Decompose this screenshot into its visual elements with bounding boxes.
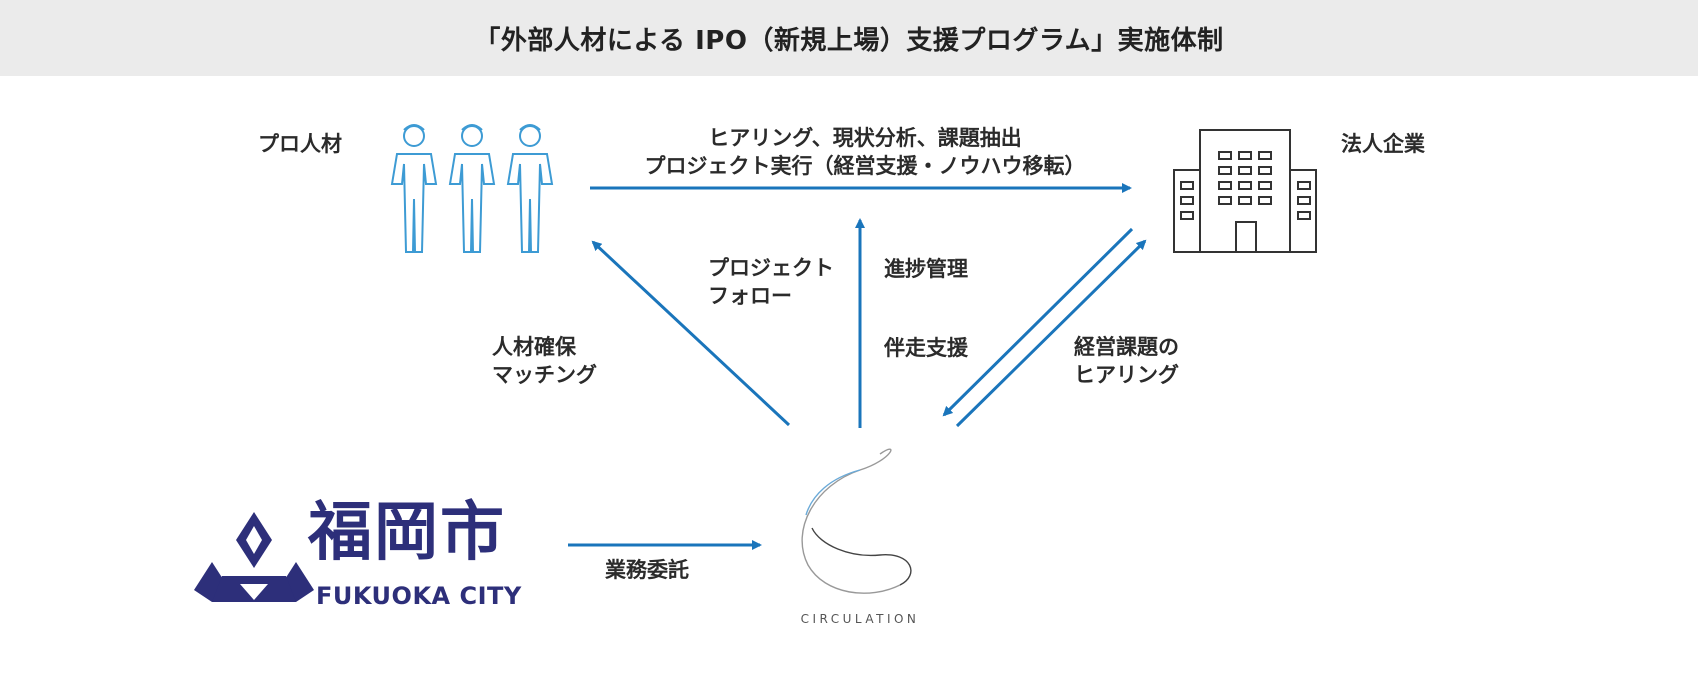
person-icon [448,124,496,253]
matching-line2: マッチング [492,363,597,387]
hearing-line1: 経営課題の [1074,335,1179,359]
pro-talent-icon [390,124,554,253]
arrow-circulation-to-company [955,239,1147,428]
top-relation-line2: プロジェクト実行（経営支援・ノウハウ移転） [644,154,1086,178]
hearing-line2: ヒアリング [1074,363,1179,387]
circulation-wordmark: CIRCULATION [800,612,920,626]
support-label: 伴走支援 [884,336,968,360]
building-icon [1173,129,1317,253]
fukuoka-city-emblem-icon [194,512,314,602]
progress-label: 進捗管理 [884,257,968,281]
title-bar: 「外部人材による IPO（新規上場）支援プログラム」実施体制 [0,0,1698,76]
matching-line1: 人材確保 [492,335,576,359]
page-title: 「外部人材による IPO（新規上場）支援プログラム」実施体制 [474,25,1224,56]
person-icon [390,124,438,253]
top-relation-label: ヒアリング、現状分析、課題抽出 プロジェクト実行（経営支援・ノウハウ移転） [600,124,1130,180]
matching-label: 人材確保 マッチング [492,333,597,389]
hearing-label: 経営課題の ヒアリング [1074,333,1179,389]
person-icon [506,124,554,253]
fukuoka-city-sub: FUKUOKA CITY [316,582,522,610]
project-follow-line2: フォロー [708,284,792,308]
arrow-company-to-circulation [942,227,1134,417]
pro-talent-label: プロ人材 [258,132,342,156]
commission-label: 業務委託 [605,558,689,582]
fukuoka-city-name: 福岡市 [308,495,506,570]
project-follow-line1: プロジェクト [708,256,834,280]
top-relation-line1: ヒアリング、現状分析、課題抽出 [708,126,1022,150]
circulation-logo-icon [801,448,912,594]
company-label: 法人企業 [1341,132,1425,156]
project-follow-label: プロジェクト フォロー [708,254,834,310]
arrow-circulation-to-talent [591,240,791,427]
